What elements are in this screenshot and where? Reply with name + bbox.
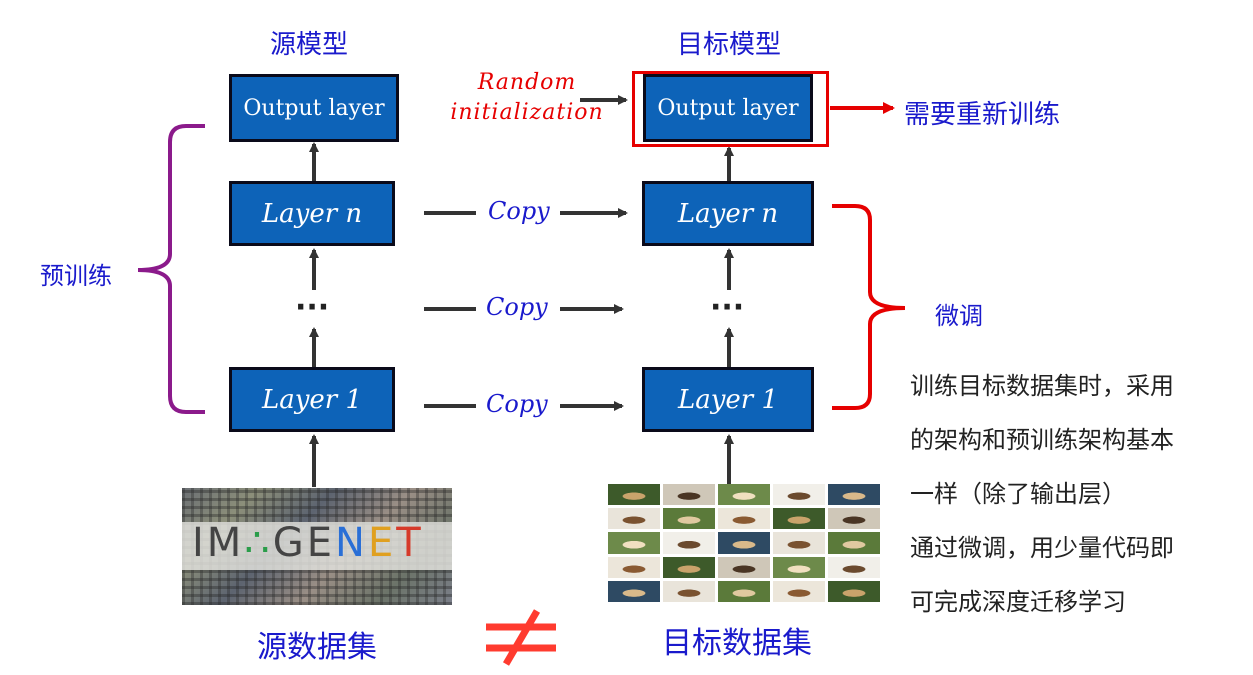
dog-photo-tile (663, 580, 715, 602)
dog-photo-tile (718, 532, 770, 554)
dog-photo-tile (608, 556, 660, 578)
dog-photo-tile (828, 508, 880, 530)
target-layer-n: Layer n (642, 181, 814, 246)
dog-photo-tile (773, 580, 825, 602)
dog-photo-tile (663, 484, 715, 506)
target-dataset-label: 目标数据集 (662, 626, 812, 661)
dog-photo-tile (773, 532, 825, 554)
source-dataset-label: 源数据集 (257, 630, 377, 665)
random-init-line1: Random (477, 70, 577, 95)
imagenet-logo-dots-icon: ∴ (244, 520, 273, 566)
dog-photo-tile (608, 580, 660, 602)
dog-photo-tile (828, 484, 880, 506)
imagenet-logo-text: IM∴GENET (192, 520, 424, 566)
finetune-brace (832, 204, 906, 410)
source-output-layer: Output layer (229, 74, 399, 142)
finetune-label: 微调 (935, 302, 983, 330)
imagenet-logo-t: T (396, 520, 424, 566)
pretrain-label: 预训练 (40, 262, 112, 290)
random-init-label: Random initialization (436, 68, 618, 128)
imagenet-logo-band (182, 522, 452, 570)
dog-photo-tile (828, 532, 880, 554)
dog-photo-tile (663, 532, 715, 554)
dog-photo-tile (608, 532, 660, 554)
dog-photo-tile (608, 508, 660, 530)
source-layer-n: Layer n (229, 181, 395, 246)
source-ellipsis: ··· (295, 290, 330, 325)
notes-block: 训练目标数据集时，采用 的架构和预训练架构基本 一样（除了输出层） 通过微调，用… (910, 359, 1174, 629)
imagenet-logo-e: E (367, 520, 397, 566)
dog-photo-tile (608, 484, 660, 506)
random-init-line2: initialization (450, 100, 604, 125)
target-layer-1: Layer 1 (642, 367, 814, 432)
dog-photo-tile (663, 556, 715, 578)
note-line-4: 通过微调，用少量代码即 (910, 534, 1174, 562)
dog-photo-tile (773, 508, 825, 530)
note-line-5: 可完成深度迁移学习 (910, 588, 1126, 616)
source-layer-1: Layer 1 (229, 367, 395, 432)
imagenet-mosaic-image: IM∴GENET (182, 488, 452, 605)
imagenet-logo-ge: GE (272, 520, 336, 566)
target-ellipsis: ··· (710, 290, 745, 325)
dog-photo-tile (718, 484, 770, 506)
note-line-3: 一样（除了输出层） (910, 480, 1126, 508)
dog-photo-tile (718, 580, 770, 602)
imagenet-logo-n: N (335, 520, 368, 566)
copy-label-dots: Copy (486, 293, 548, 321)
source-model-title: 源模型 (270, 30, 349, 60)
target-dogs-grid-image (608, 484, 880, 602)
note-line-1: 训练目标数据集时，采用 (910, 372, 1174, 400)
dog-photo-tile (828, 556, 880, 578)
dog-photo-tile (663, 508, 715, 530)
pretrain-brace (137, 124, 205, 414)
target-model-title: 目标模型 (677, 30, 782, 60)
dog-photo-tile (718, 508, 770, 530)
dog-grid (608, 484, 880, 602)
retrain-highlight-frame (632, 71, 829, 147)
imagenet-logo-im: IM (192, 520, 245, 566)
copy-label-layer-1: Copy (486, 390, 548, 418)
dog-photo-tile (718, 556, 770, 578)
note-line-2: 的架构和预训练架构基本 (910, 426, 1174, 454)
dog-photo-tile (773, 556, 825, 578)
not-equal-sign (486, 609, 556, 666)
dog-photo-tile (773, 484, 825, 506)
retrain-label: 需要重新训练 (904, 100, 1061, 130)
copy-label-layer-n: Copy (488, 197, 550, 225)
target-output-layer: Output layer (643, 74, 813, 142)
dog-photo-tile (828, 580, 880, 602)
